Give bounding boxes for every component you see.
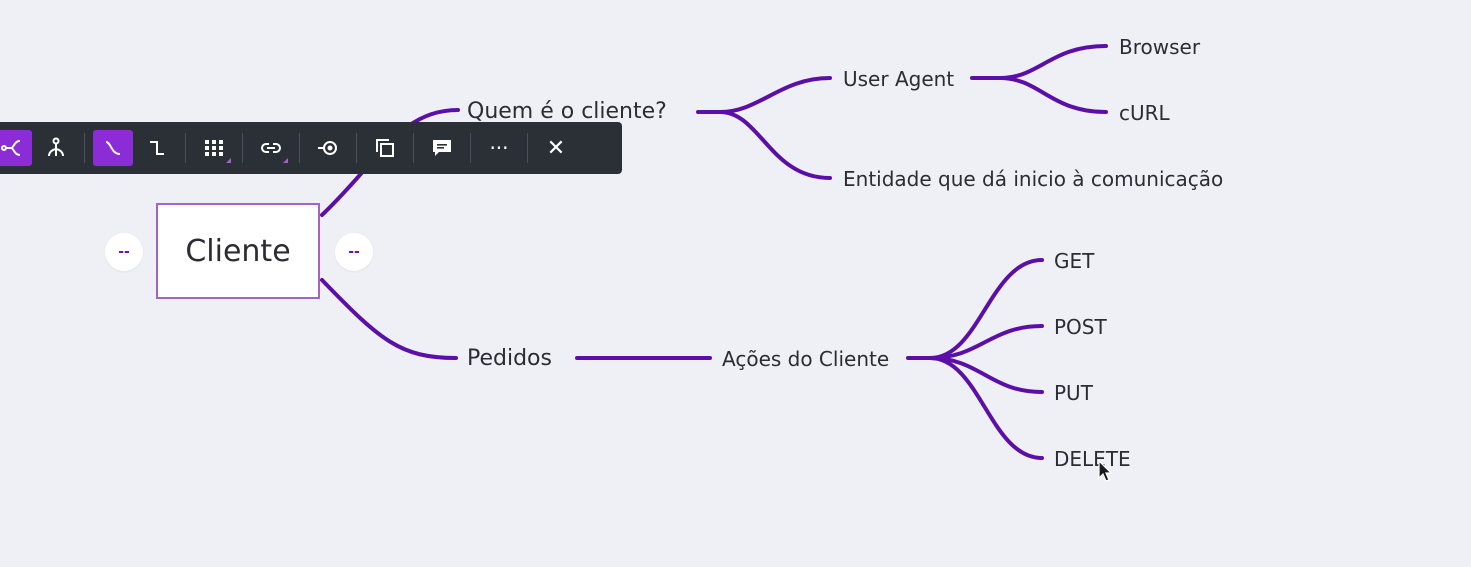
collapse-right-label: -- (348, 244, 360, 260)
collapse-left-label: -- (118, 244, 130, 260)
toolbar-divider (527, 133, 528, 163)
toolbar-divider (84, 133, 85, 163)
connector-useragent-browser (970, 44, 1108, 80)
node-pedidos[interactable]: Pedidos (467, 346, 552, 371)
copy-icon[interactable] (365, 130, 405, 166)
toolbar-divider (185, 133, 186, 163)
curved-line-icon[interactable] (93, 130, 133, 166)
node-get[interactable]: GET (1054, 249, 1095, 273)
connector-acoes-get (906, 258, 1044, 360)
root-node-label: Cliente (185, 233, 291, 269)
connector-acoes-delete (928, 356, 1044, 460)
mind-map-layout-icon[interactable] (0, 130, 32, 166)
comment-icon[interactable] (422, 130, 462, 166)
node-entidade[interactable]: Entidade que dá inicio à comunicação (843, 167, 1224, 191)
toolbar-divider (413, 133, 414, 163)
node-quem-e-o-cliente[interactable]: Quem é o cliente? (467, 99, 667, 124)
toolbar-divider (470, 133, 471, 163)
node-user-agent[interactable]: User Agent (843, 67, 955, 91)
connector-useragent-curl (998, 76, 1108, 114)
node-delete[interactable]: DELETE (1054, 447, 1131, 471)
collapse-left-button[interactable]: -- (105, 233, 143, 271)
close-label: ✕ (546, 135, 566, 161)
more-label: ··· (489, 136, 509, 160)
grid-icon[interactable] (194, 130, 234, 166)
focus-icon[interactable] (308, 130, 348, 166)
connector-root-branch2 (320, 278, 458, 360)
node-curl[interactable]: cURL (1119, 101, 1170, 125)
node-acoes-do-cliente[interactable]: Ações do Cliente (722, 347, 890, 371)
connector-acoes-post (928, 324, 1044, 360)
close-icon[interactable]: ✕ (536, 130, 576, 166)
node-browser[interactable]: Browser (1119, 35, 1201, 59)
more-icon[interactable]: ··· (479, 130, 519, 166)
mouse-cursor-icon (1098, 460, 1113, 482)
node-post[interactable]: POST (1054, 315, 1107, 339)
connector-branch1-useragent (696, 76, 832, 114)
node-put[interactable]: PUT (1054, 381, 1093, 405)
link-icon[interactable] (251, 130, 291, 166)
toolbar-divider (299, 133, 300, 163)
node-toolbar: ··· ✕ (0, 122, 622, 174)
org-chart-layout-icon[interactable] (36, 130, 76, 166)
toolbar-divider (242, 133, 243, 163)
connector-branch1-entidade (718, 110, 832, 180)
root-node-cliente[interactable]: Cliente (156, 203, 320, 299)
collapse-right-button[interactable]: -- (335, 233, 373, 271)
toolbar-divider (356, 133, 357, 163)
elbow-line-icon[interactable] (137, 130, 177, 166)
